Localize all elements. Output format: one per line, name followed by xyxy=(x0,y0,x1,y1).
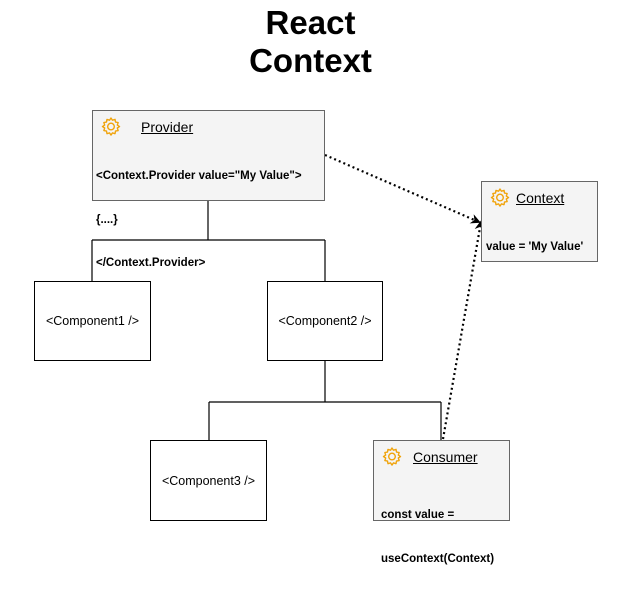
dotted-arrow-consumer-to-context xyxy=(441,220,485,440)
consumer-box: Consumer const value = useContext(Contex… xyxy=(373,440,510,565)
gear-icon xyxy=(101,117,121,136)
dotted-arrow-provider-to-context xyxy=(324,153,481,224)
title-line-2: Context xyxy=(249,42,372,79)
component3-box: <Component3 /> xyxy=(150,440,267,521)
provider-tree-edges xyxy=(91,201,326,281)
provider-title: Provider xyxy=(141,119,194,135)
title-line-1: React xyxy=(265,4,356,41)
diagram-title: React Context xyxy=(0,4,621,80)
context-header: Context xyxy=(489,187,597,209)
consumer-title: Consumer xyxy=(413,449,478,465)
consumer-code-line-2: useContext(Context) xyxy=(381,552,495,565)
context-box: Context value = 'My Value' xyxy=(481,181,598,262)
context-value-line: value = 'My Value' xyxy=(486,241,584,253)
context-title: Context xyxy=(516,190,565,206)
consumer-code-line-1: const value = xyxy=(381,509,455,521)
provider-code-line-1: <Context.Provider value="My Value"> xyxy=(96,170,302,182)
consumer-body: const value = useContext(Context) xyxy=(374,479,509,595)
component2-box: <Component2 /> xyxy=(267,281,383,361)
gear-icon xyxy=(490,188,510,207)
component2-label: <Component2 /> xyxy=(278,314,372,328)
context-body: value = 'My Value' xyxy=(482,211,597,284)
provider-body: <Context.Provider value="My Value"> {...… xyxy=(93,140,324,300)
provider-header: Provider xyxy=(100,116,324,138)
component1-box: <Component1 /> xyxy=(34,281,151,361)
provider-code-line-3: </Context.Provider> xyxy=(96,257,206,269)
provider-box: Provider <Context.Provider value="My Val… xyxy=(92,110,325,269)
gear-icon xyxy=(382,447,402,466)
component3-label: <Component3 /> xyxy=(161,473,256,488)
component1-label: <Component1 /> xyxy=(45,314,140,328)
provider-code-line-2: {....} xyxy=(96,213,118,226)
connector-layer xyxy=(91,153,485,440)
component2-tree-edges xyxy=(208,361,442,440)
consumer-header: Consumer xyxy=(381,446,509,468)
